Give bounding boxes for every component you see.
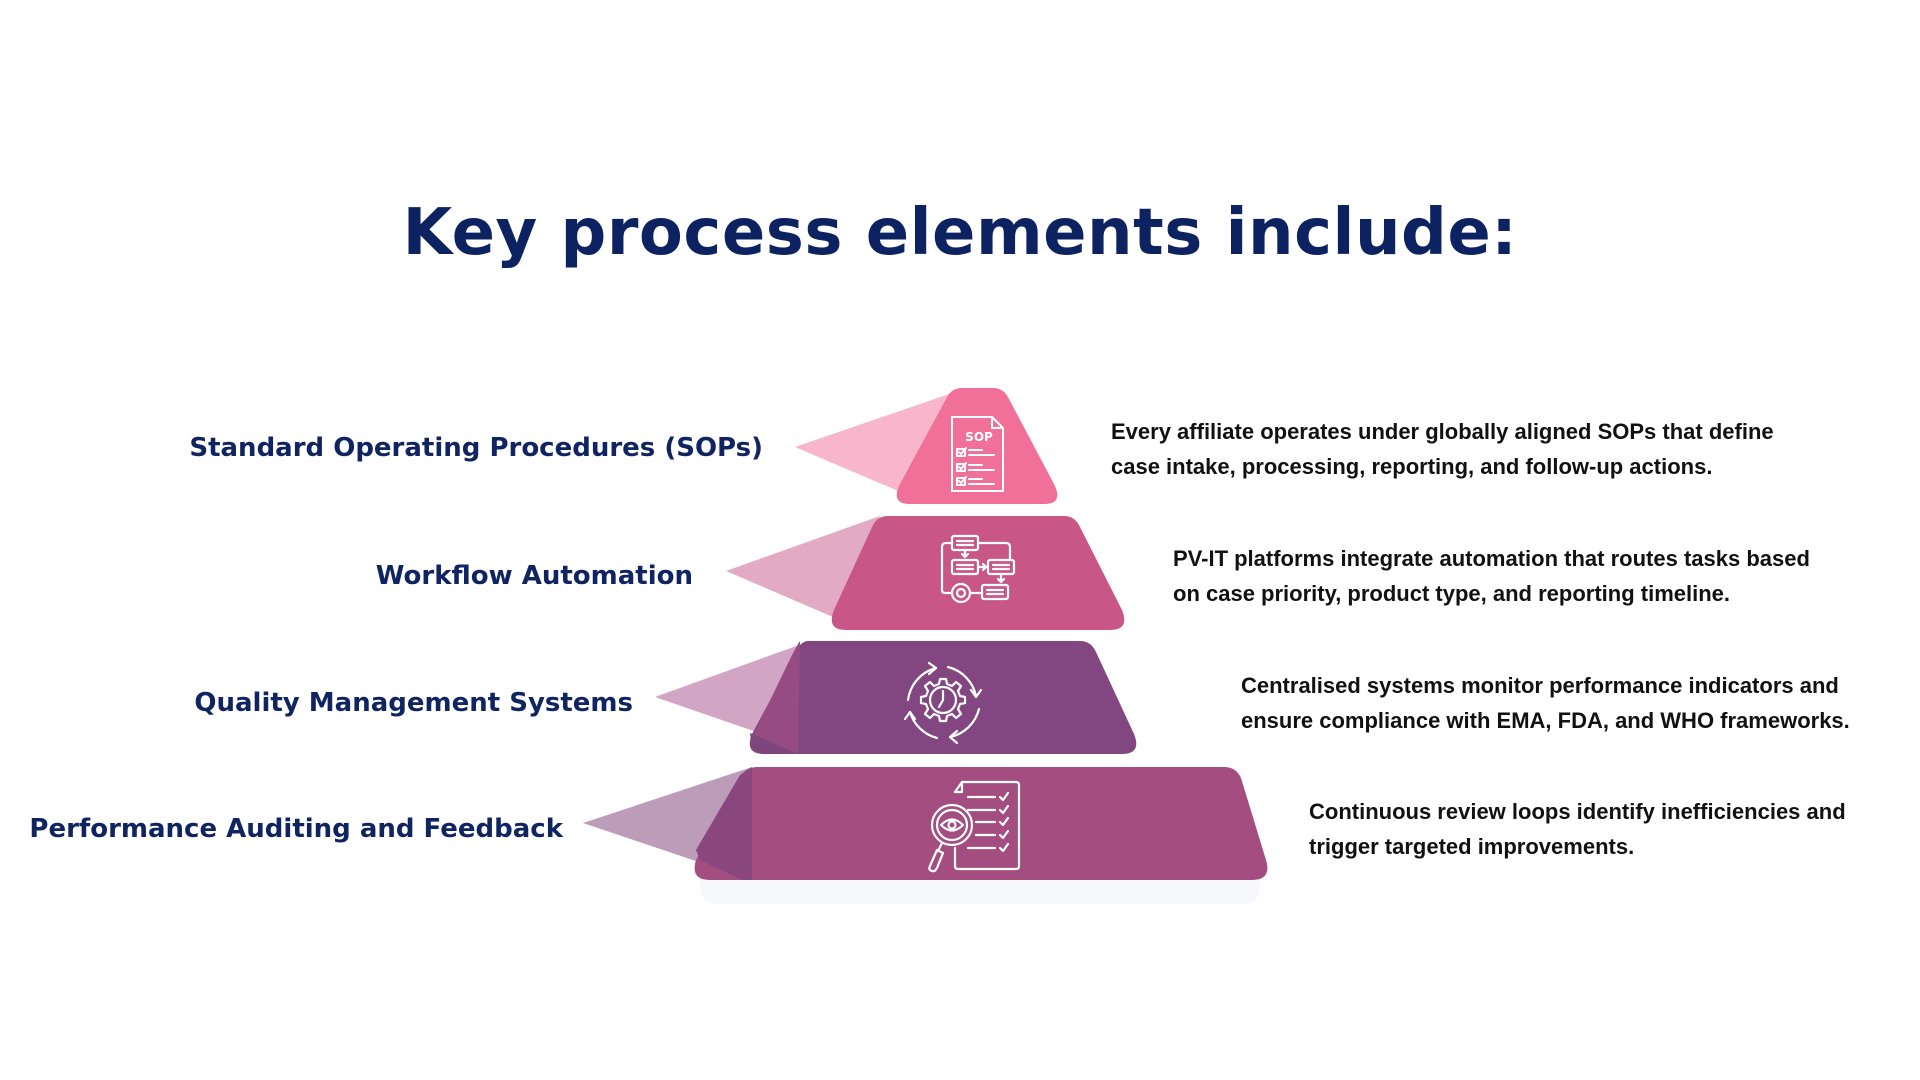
description-line: PV-IT platforms integrate automation tha…: [1173, 546, 1810, 571]
tier-3-overlap-dark: [750, 733, 798, 754]
tier-4-label: Performance Auditing and Feedback: [29, 814, 563, 844]
page-title: Key process elements include:: [402, 196, 1518, 270]
tier-1-description: Every affiliate operates under globally …: [1111, 414, 1774, 484]
description-line: Continuous review loops identify ineffic…: [1309, 799, 1846, 824]
tier-4: [583, 767, 1268, 880]
tier-2: [726, 516, 1125, 630]
tier-3: [655, 641, 1137, 754]
sop-document-checklist-icon: [951, 416, 1004, 492]
tier-3-overlap: [750, 641, 800, 754]
sop-icon-text: SOP: [965, 430, 993, 444]
tier-3-label: Quality Management Systems: [194, 688, 633, 718]
tier-4-shape: [694, 767, 1268, 880]
description-line: Every affiliate operates under globally …: [1111, 419, 1774, 444]
description-line: on case priority, product type, and repo…: [1173, 581, 1731, 606]
audit-checklist-magnifier-icon: [928, 780, 1021, 873]
tier-2-description: PV-IT platforms integrate automation tha…: [1173, 541, 1810, 611]
tier-4-description: Continuous review loops identify ineffic…: [1309, 794, 1846, 864]
description-line: case intake, processing, reporting, and …: [1111, 454, 1713, 479]
tier-2-label: Workflow Automation: [375, 561, 693, 591]
tier-1-label: Standard Operating Procedures (SOPs): [189, 433, 763, 463]
description-line: Centralised systems monitor performance …: [1241, 673, 1839, 698]
workflow-flowchart-gear-icon: [940, 534, 1016, 604]
gear-clock-cycle-icon: [903, 661, 983, 745]
description-line: trigger targeted improvements.: [1309, 834, 1635, 859]
tier-1-shape: [896, 388, 1058, 504]
tier-4-overlap: [696, 767, 752, 880]
tier-3-description: Centralised systems monitor performance …: [1241, 668, 1850, 738]
description-line: ensure compliance with EMA, FDA, and WHO…: [1241, 708, 1850, 733]
tier-1: SOP: [795, 388, 1058, 504]
